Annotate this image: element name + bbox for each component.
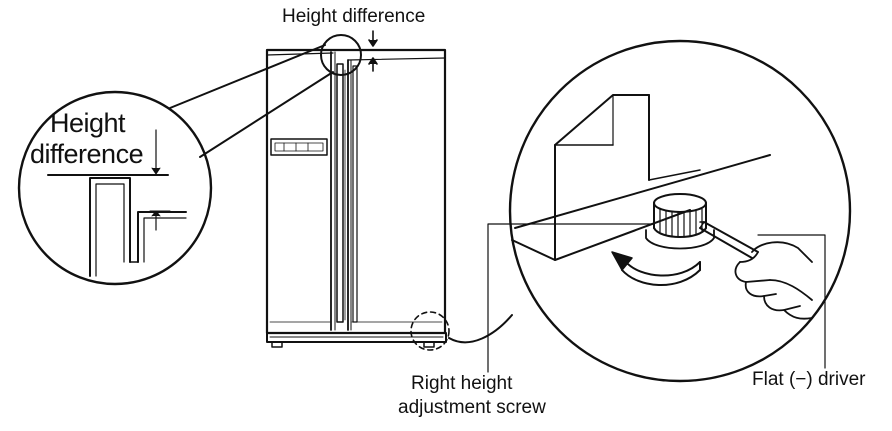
zoom-foot-detail: [511, 94, 771, 261]
zoom-height-label-line1: Height: [50, 108, 126, 138]
driver-leader-line: [757, 234, 826, 369]
zoom-height-label-line2: difference: [30, 139, 144, 169]
refrigerator-icon: [265, 48, 447, 348]
foot-highlight-circle: [410, 311, 450, 351]
screw-leader-line: [487, 223, 655, 373]
driver-label: Flat (−) driver: [752, 369, 866, 390]
height-zoom-circle: [17, 90, 213, 286]
top-highlight-circle: [320, 34, 362, 76]
screw-label-line2: adjustment screw: [398, 397, 546, 418]
screw-zoom-circle: [508, 39, 852, 383]
rotate-arrow-icon: [611, 251, 701, 286]
top-height-diff-arrows: [368, 30, 378, 72]
top-height-difference-label: Height difference: [282, 6, 426, 27]
hand-icon: [734, 241, 813, 320]
zoom-door-detail: [47, 129, 187, 277]
screw-label-line1: Right height: [411, 373, 513, 394]
screwdriver-icon: [699, 221, 759, 259]
